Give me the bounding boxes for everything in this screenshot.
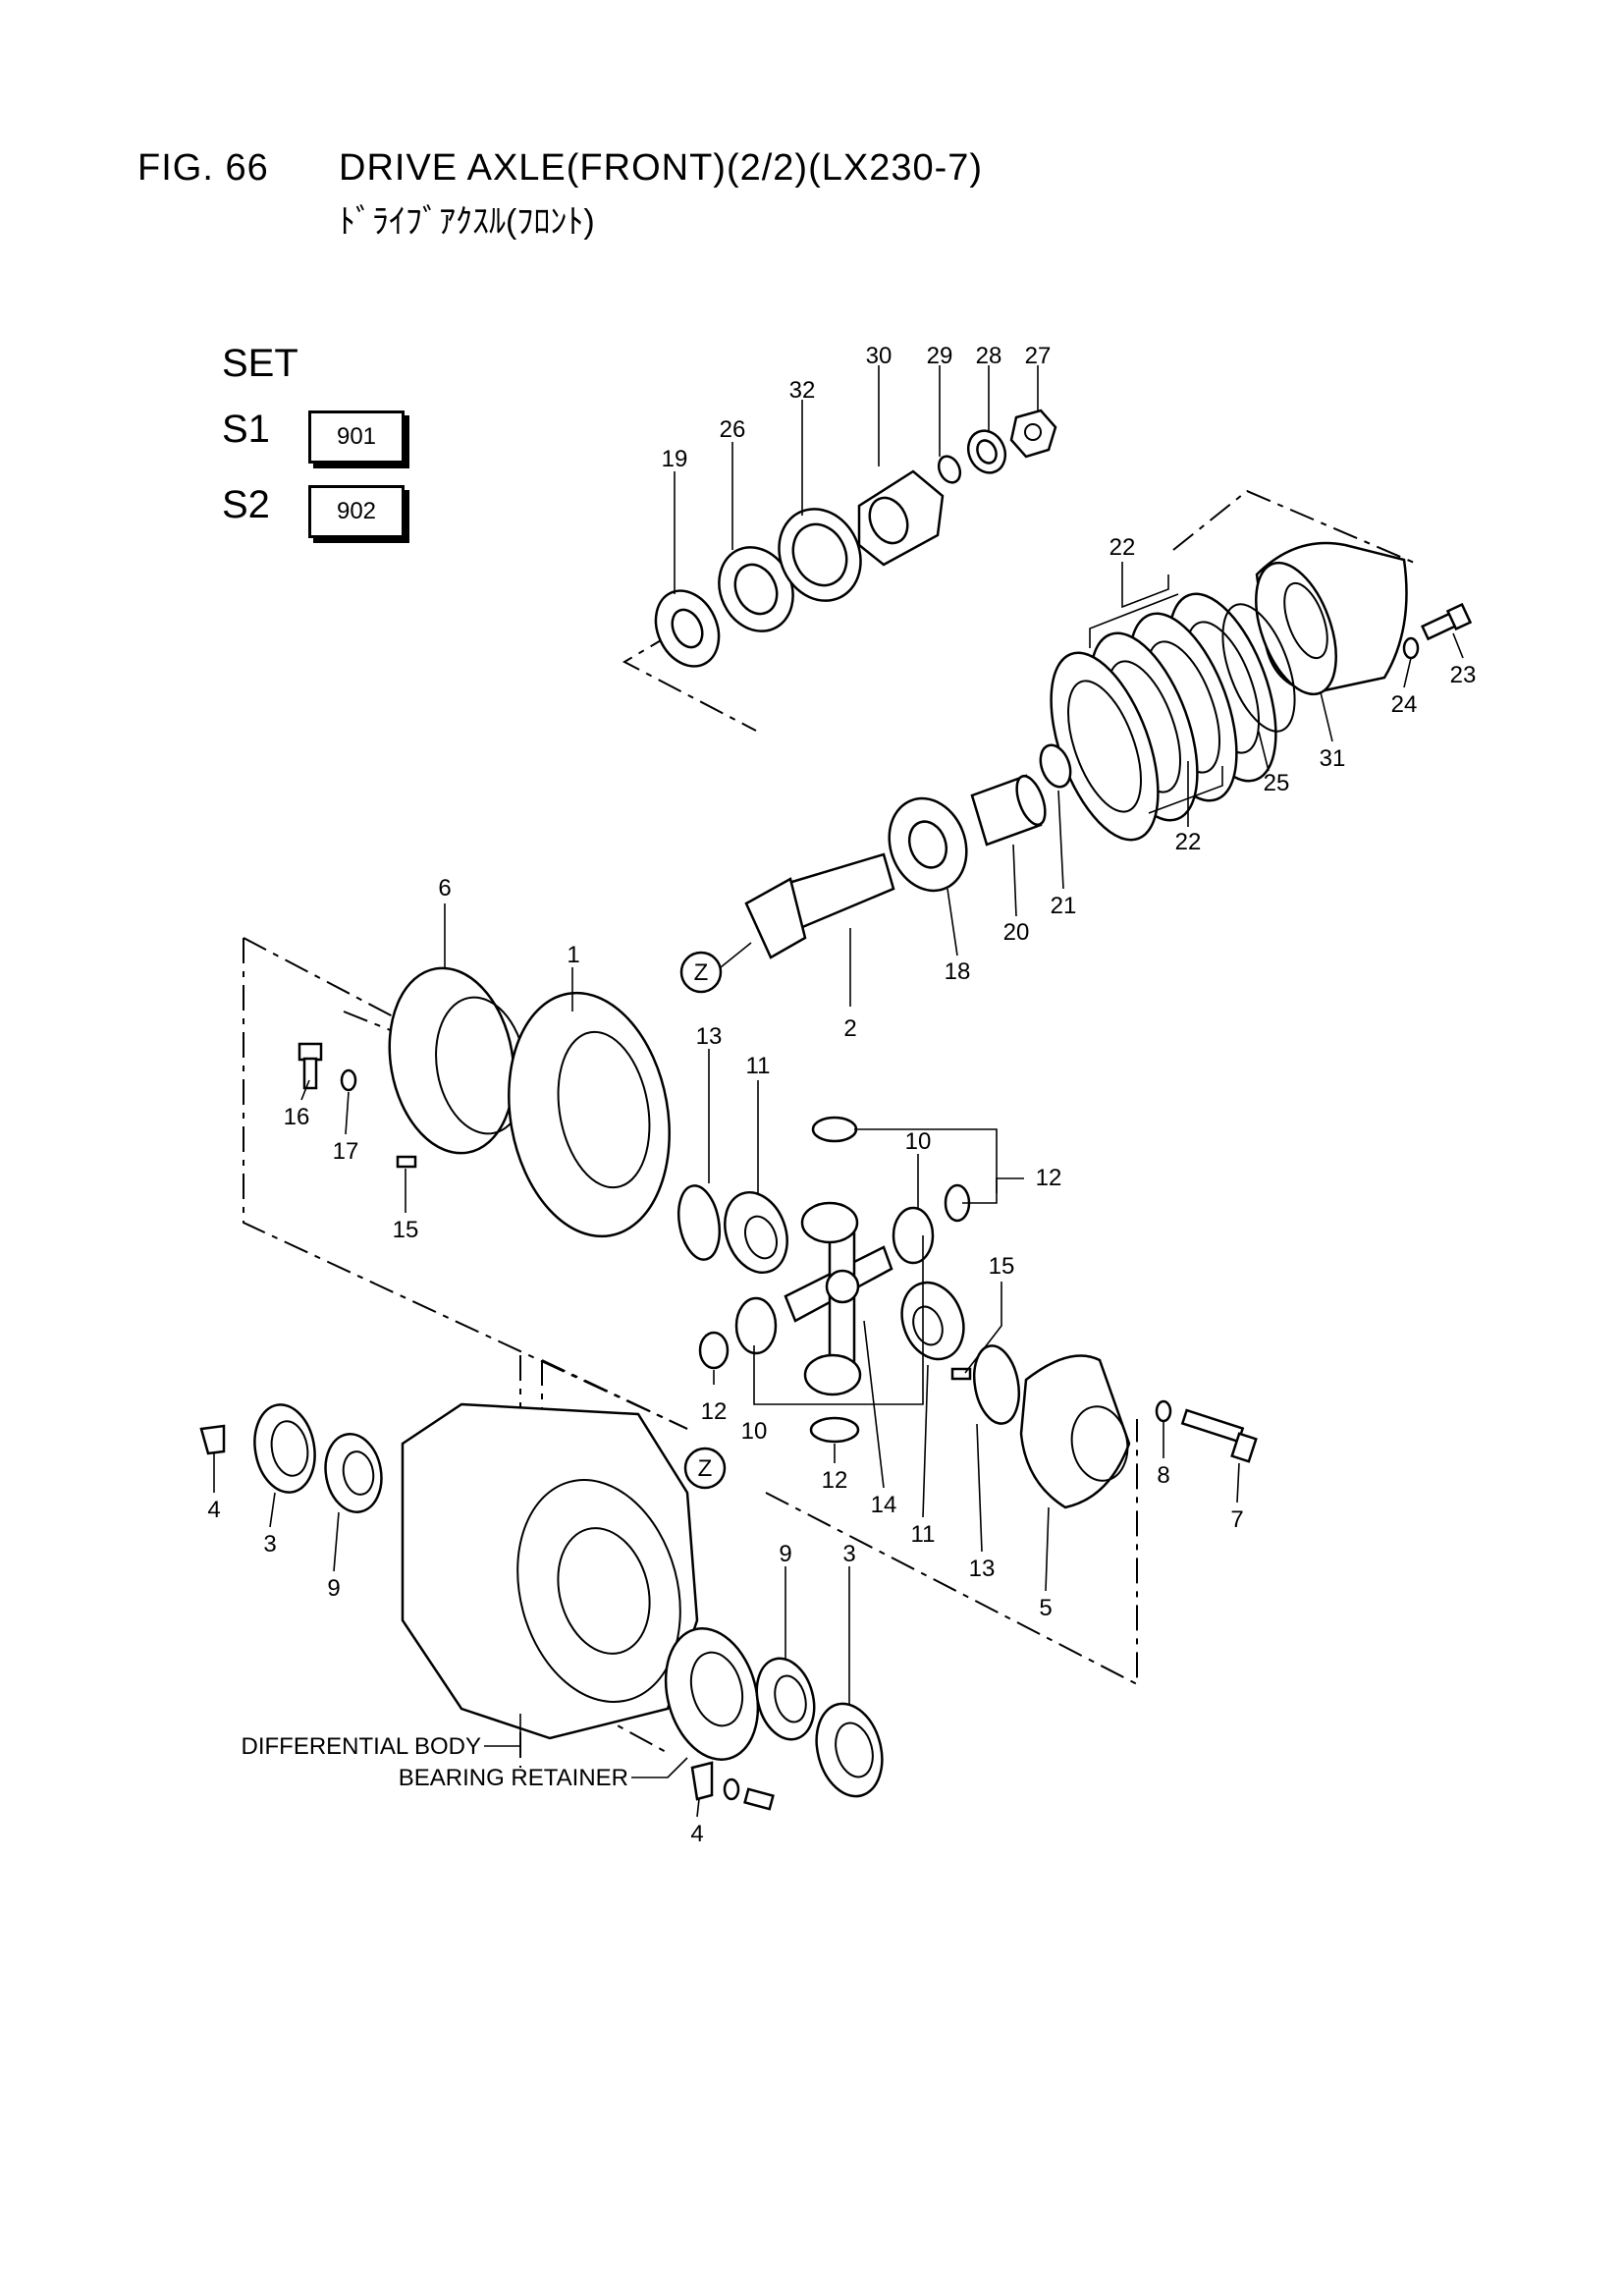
part-number-25: 25 [1264, 770, 1290, 796]
part-number-8: 8 [1157, 1462, 1169, 1489]
figure-title: DRIVE AXLE(FRONT)(2/2)(LX230-7) [339, 147, 984, 189]
part-number-18: 18 [945, 958, 971, 985]
part-number-10-upper: 10 [905, 1128, 932, 1155]
part-number-30: 30 [866, 343, 893, 369]
part-number-27: 27 [1025, 343, 1052, 369]
reference-marker-z-upper-label: Z [694, 959, 709, 986]
set-row-label-s2: S2 [222, 483, 270, 526]
part-number-4-right: 4 [690, 1821, 703, 1847]
washer-28 [966, 429, 1007, 474]
part-number-26: 26 [720, 416, 746, 443]
part-number-7: 7 [1230, 1506, 1243, 1533]
part-number-19: 19 [662, 446, 688, 472]
part-number-11-upper: 11 [746, 1053, 771, 1079]
part-number-22-upper: 22 [1109, 534, 1136, 561]
part-number-28: 28 [976, 343, 1002, 369]
spacer-20 [970, 774, 1047, 847]
bearing-19 [654, 589, 721, 668]
ring-gear-1 [508, 991, 671, 1238]
lock-plate-4-left [199, 1424, 226, 1455]
part-number-22-lower: 22 [1175, 829, 1202, 855]
clutch-plates-22 [1050, 592, 1277, 842]
part-number-16: 16 [284, 1104, 310, 1130]
part-number-24: 24 [1391, 691, 1418, 718]
side-gear-11-lower [900, 1281, 965, 1361]
part-number-9-right: 9 [779, 1541, 791, 1567]
figure-subtitle: ﾄﾞﾗｲﾌﾞｱｸｽﾙ(ﾌﾛﾝﾄ) [339, 203, 595, 241]
diff-case-right-5 [1019, 1354, 1131, 1509]
part-number-15-right: 15 [989, 1253, 1015, 1280]
set-code-box-s1: 901 [308, 410, 405, 464]
washer-8 [1155, 1399, 1172, 1423]
set-code-box-s2: 902 [308, 485, 405, 538]
set-row-label-s1: S1 [222, 408, 270, 451]
oil-seal-32 [778, 508, 862, 602]
diff-case-left-6 [388, 966, 527, 1155]
reference-marker-z-lower-label: Z [698, 1455, 713, 1482]
bearing-9-left [324, 1433, 383, 1513]
washer-24 [1402, 636, 1420, 660]
differential-body [401, 1402, 699, 1740]
part-number-23: 23 [1450, 662, 1477, 688]
part-number-3-left: 3 [263, 1531, 276, 1558]
thrust-washer-13-right [972, 1344, 1021, 1425]
callout-differential-body: DIFFERENTIAL BODY [242, 1733, 481, 1760]
reference-marker-z-upper: Z [679, 942, 752, 994]
pin-15-right [950, 1367, 972, 1381]
part-number-31: 31 [1320, 745, 1346, 772]
leader-lines [213, 365, 1464, 1818]
coupling-flange-30 [857, 469, 945, 567]
reference-marker-z-lower: Z [683, 1447, 727, 1490]
ring-25 [1221, 603, 1296, 733]
bolt-23 [1420, 602, 1473, 641]
pin-15-left [396, 1155, 417, 1169]
part-number-labels: 1 2 3 3 4 4 5 6 7 8 9 9 10 10 11 11 12 1… [207, 343, 1476, 1847]
washer-17 [340, 1068, 357, 1092]
callout-bearing-retainer: BEARING RETAINER [399, 1765, 628, 1791]
bolt-16 [298, 1042, 323, 1090]
lock-plate-4-right [690, 1761, 775, 1811]
adjust-nut-3-right [815, 1702, 884, 1798]
side-gear-11-upper [724, 1190, 788, 1275]
bolt-7 [1180, 1408, 1258, 1463]
part-number-14: 14 [871, 1492, 897, 1518]
part-number-13-upper: 13 [696, 1023, 723, 1050]
part-number-12-right: 12 [1036, 1165, 1062, 1191]
part-number-29: 29 [927, 343, 953, 369]
spider-14 [784, 1214, 893, 1379]
bearing-18 [888, 796, 968, 893]
part-number-11-lower: 11 [911, 1521, 936, 1548]
part-number-1: 1 [567, 942, 579, 968]
part-number-3-right: 3 [842, 1541, 855, 1567]
part-number-10-lower: 10 [741, 1418, 768, 1445]
part-number-4-left: 4 [207, 1497, 220, 1523]
part-number-21: 21 [1051, 893, 1077, 919]
figure-number: FIG. 66 [137, 147, 269, 189]
pinion-gears-10 [734, 1201, 935, 1396]
housing-31 [1255, 541, 1408, 696]
pinion-shaft-2 [744, 852, 895, 959]
part-number-12-bottom: 12 [822, 1467, 848, 1494]
part-number-32: 32 [789, 377, 816, 404]
bearing-retainer [664, 1627, 760, 1761]
part-number-17: 17 [333, 1138, 359, 1165]
part-number-13-lower: 13 [969, 1556, 996, 1582]
bearing-9-right [755, 1657, 816, 1741]
snap-ring-21 [1039, 743, 1072, 789]
set-legend-title: SET [222, 342, 298, 385]
nut-27 [1009, 409, 1057, 459]
part-number-20: 20 [1003, 919, 1030, 946]
part-number-15-left: 15 [393, 1217, 419, 1243]
part-number-9-left: 9 [327, 1575, 340, 1602]
adjust-nut-3-left [253, 1403, 316, 1494]
part-number-5: 5 [1039, 1595, 1052, 1621]
thrust-washers-12 [698, 1116, 971, 1444]
thrust-washer-13-left [676, 1184, 722, 1261]
part-number-6: 6 [438, 875, 451, 902]
part-number-12-left: 12 [701, 1398, 728, 1425]
o-ring-29 [937, 455, 962, 484]
part-number-2: 2 [843, 1015, 856, 1042]
